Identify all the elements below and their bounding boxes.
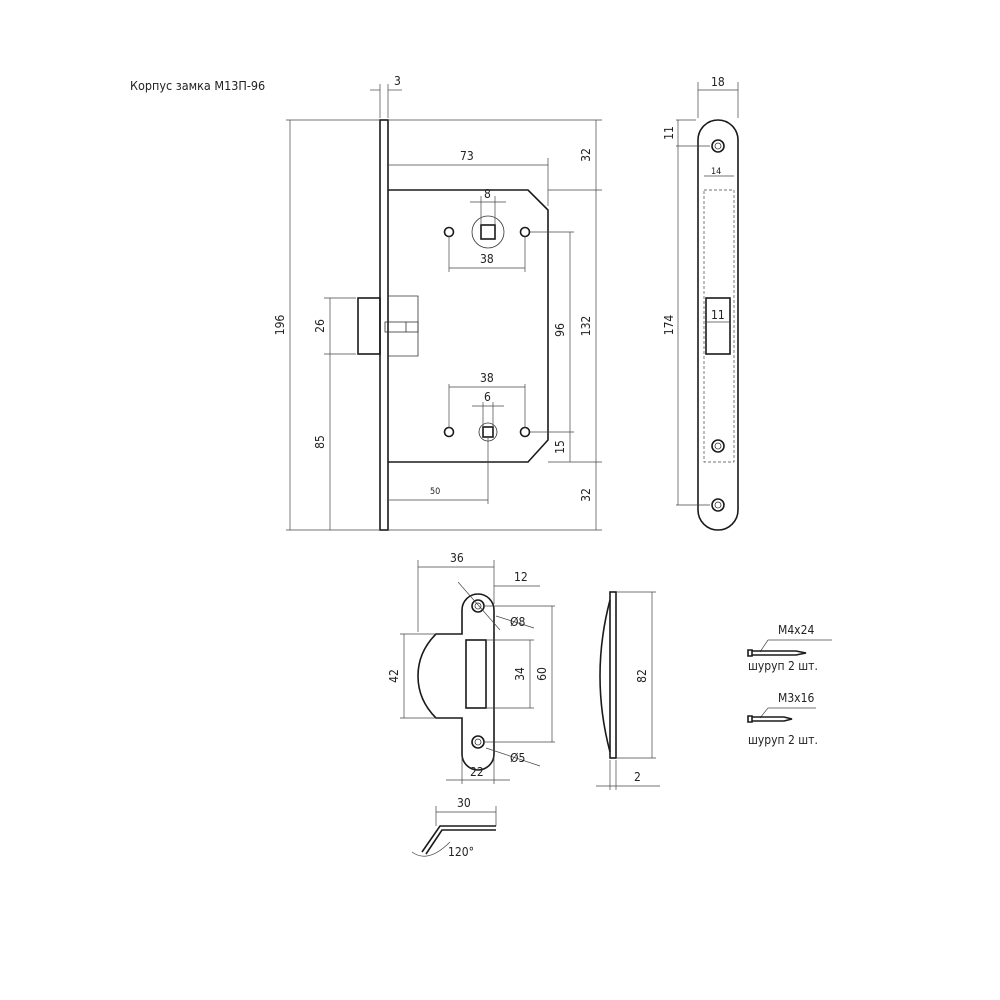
latch-stem [384,321,419,333]
screw-2-head [747,715,753,723]
screw-2: М3х16 шуруп 2 шт. [747,691,818,747]
strike-hole-bottom-inner [474,738,482,746]
strike-side-view: 82 2 [596,591,660,790]
dim-strike-width: 36 [450,551,464,565]
latch-housing [388,295,419,357]
strike-plate-outline [417,593,495,771]
screw-hole-bottom-left [443,426,455,438]
dim-latch-height: 26 [313,319,327,333]
screw-hole-top-left [443,226,455,238]
faceplate-screw-mid-inner [714,442,722,450]
dim-strike-side-height: 82 [635,669,649,683]
leader-line [759,639,769,653]
small-spindle-hole [482,426,494,438]
leader-line [495,615,535,629]
dim-strike-side-thickness: 2 [634,770,641,784]
faceplate-screw-bottom [711,498,725,512]
screw-1: М4х24 шуруп 2 шт. [747,623,832,673]
spindle-boss-top [471,215,505,249]
dim-handle-spacing-top: 38 [480,252,494,266]
dim-bottom-offset: 15 [553,440,567,454]
lock-body-view: 3 73 8 38 38 6 196 26 [273,74,602,531]
strike-plate-view: 36 12 Ø8 Ø5 42 34 60 22 [387,551,555,859]
drawing-title: Корпус замка М13П-96 [130,78,265,93]
strike-hole-top-inner [474,602,482,610]
dim-body-height: 132 [579,316,593,337]
screw-1-note: шуруп 2 шт. [748,659,818,673]
faceplate-outline [697,119,739,531]
faceplate-screw-top-inner [714,142,722,150]
strike-side-plate [609,591,617,759]
strike-hole-bottom [471,735,485,749]
dim-strike-hole-large: Ø8 [510,615,525,629]
latch-bolt [357,297,381,355]
faceplate-screw-mid [711,439,725,453]
lock-body-outline [388,189,549,463]
dim-top-margin: 32 [579,148,593,162]
dim-strike-height: 42 [387,669,401,683]
screw-2-note: шуруп 2 шт. [748,733,818,747]
dim-latch-offset: 85 [313,435,327,449]
screw-1-size: М4х24 [778,623,814,637]
square-spindle-hole [480,224,496,240]
dim-faceplate-cutout: 14 [711,167,721,177]
strike-hole-top [471,599,485,613]
dim-strike-slot-width: 22 [470,765,484,779]
dim-strike-angle: 120° [448,845,474,859]
faceplate-screw-bottom-inner [714,501,722,509]
screw-hole-top-right [519,226,531,238]
dim-faceplate-thickness: 3 [394,74,401,88]
dim-strike-tongue: 30 [457,796,471,810]
dim-bottom-margin: 32 [579,488,593,502]
screw-2-shank [752,716,793,722]
faceplate-hidden-cutout [703,189,735,463]
dim-overall-height: 196 [273,315,287,336]
screw-1-head [747,649,753,657]
dim-faceplate-slot: 11 [711,308,725,322]
dim-center-distance: 96 [553,323,567,337]
faceplate-latch-slot [705,297,731,355]
strike-side-curve [599,599,611,753]
dim-faceplate-width: 18 [711,75,725,89]
dim-backset-width: 73 [460,149,474,163]
faceplate-view: 18 11 14 11 174 [662,75,739,531]
dim-backset: 50 [430,487,440,497]
dim-strike-slot-height: 34 [513,667,527,681]
lock-faceplate-strip [379,119,389,531]
strike-slot [465,639,487,709]
dim-square-spindle: 8 [484,187,491,201]
dim-strike-hole-spacing: 60 [535,667,549,681]
dim-strike-hole-small: Ø5 [510,751,525,765]
screw-1-shank [752,650,807,656]
leader-line [457,581,501,631]
strike-tongue-profile [421,825,496,853]
screw-hole-bottom-right [519,426,531,438]
dim-small-spindle: 6 [484,390,491,404]
angle-arc [411,841,451,857]
leader-line [485,747,541,767]
faceplate-screw-top [711,139,725,153]
strike-tongue-profile-inner [425,829,496,855]
dim-strike-edge: 12 [514,570,528,584]
dim-faceplate-height: 174 [662,315,676,336]
screw-2-size: М3х16 [778,691,814,705]
dim-faceplate-screw-offset: 11 [662,126,676,140]
dim-handle-spacing-bottom: 38 [480,371,494,385]
